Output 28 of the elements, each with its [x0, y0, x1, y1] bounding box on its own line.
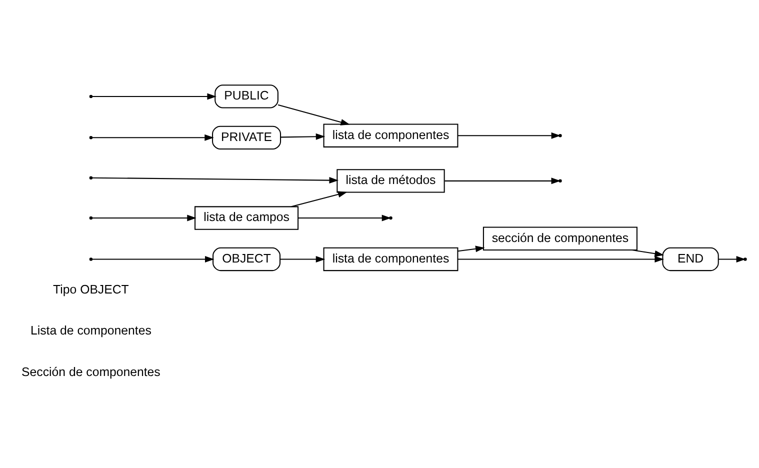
node-box: lista de métodos: [336, 168, 445, 192]
arrow: [92, 92, 216, 100]
node-box: lista de componentes: [323, 123, 458, 147]
arrow: [632, 249, 664, 256]
label: Lista de componentes: [30, 323, 152, 338]
arrow: [444, 177, 561, 184]
arrow: [280, 132, 326, 140]
arrow: [718, 255, 746, 262]
node-box: lista de componentes: [323, 246, 458, 271]
label: Tipo OBJECT: [53, 282, 129, 296]
arrow: [291, 190, 348, 207]
arrow: [92, 255, 214, 262]
label: Sección de componentes: [22, 364, 160, 378]
arrow: [92, 176, 339, 184]
arrow: [92, 214, 196, 221]
arrow: [458, 245, 485, 252]
arrow: [280, 255, 326, 262]
node-box: END: [662, 246, 719, 271]
node-box: PRIVATE: [212, 125, 282, 149]
arrow: [458, 132, 561, 138]
node-box: lista de campos: [194, 206, 299, 230]
node-box: PUBLIC: [214, 84, 278, 108]
arrow: [298, 214, 392, 221]
arrow: [278, 104, 350, 125]
node-box: sección de componentes: [482, 226, 638, 250]
arrow: [92, 134, 214, 140]
node-box: OBJECT: [212, 246, 281, 271]
arrow: [458, 255, 664, 262]
